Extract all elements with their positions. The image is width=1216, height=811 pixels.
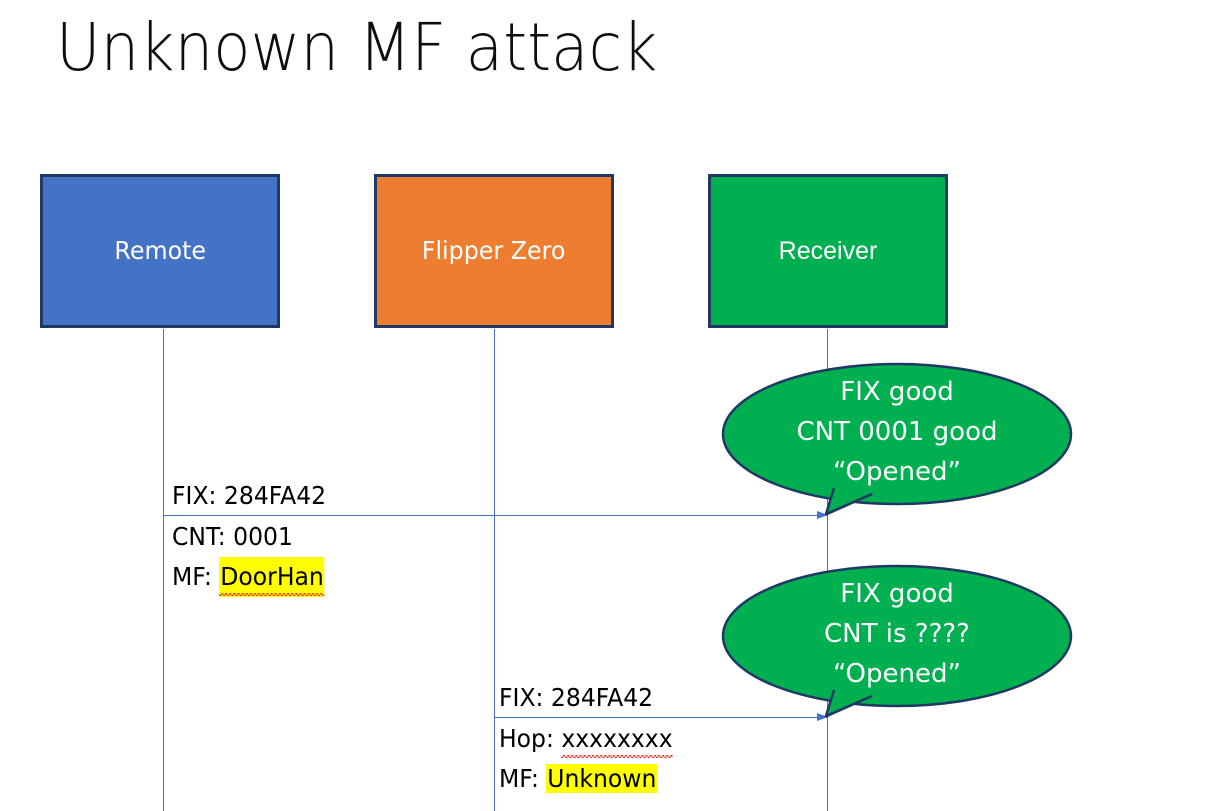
actor-label-receiver: Receiver xyxy=(778,237,878,265)
actor-label-flipper: Flipper Zero xyxy=(422,236,566,265)
page-title: Unknown MF attack xyxy=(56,9,658,86)
message-1-mf-line: MF: DoorHan xyxy=(172,557,325,597)
speech-bubble-receiver-2[interactable]: FIX good CNT is ???? “Opened” xyxy=(721,564,1073,718)
message-2-above-label: FIX: 284FA42 xyxy=(499,678,653,718)
message-1-mf-prefix: MF: xyxy=(172,562,220,591)
message-1-cnt-text: CNT: 0001 xyxy=(172,522,293,551)
message-2-hop-prefix: Hop: xyxy=(499,724,562,753)
message-1-fix-text: FIX: 284FA42 xyxy=(172,481,327,510)
message-2-hop-line: Hop: xxxxxxxx xyxy=(499,719,673,759)
message-1-above-label: FIX: 284FA42 xyxy=(172,476,326,516)
message-1-below-label: CNT: 0001 MF: DoorHan xyxy=(172,517,325,597)
message-2-mf-value: Unknown xyxy=(546,764,658,793)
lifeline-receiver xyxy=(827,329,828,811)
message-2-fix-text: FIX: 284FA42 xyxy=(499,683,654,712)
message-arrow-1 xyxy=(163,510,828,519)
speech-bubble-shape-1 xyxy=(721,362,1073,516)
message-1-cnt-line: CNT: 0001 xyxy=(172,517,325,557)
message-arrow-2 xyxy=(494,712,828,721)
lifeline-flipper xyxy=(494,329,495,811)
actor-label-remote: Remote xyxy=(114,236,206,265)
speech-bubble-receiver-1[interactable]: FIX good CNT 0001 good “Opened” xyxy=(721,362,1073,516)
actor-box-remote[interactable]: Remote xyxy=(40,174,280,328)
actor-box-receiver[interactable]: Receiver xyxy=(708,174,948,328)
speech-bubble-shape-2 xyxy=(721,564,1073,718)
message-2-below-label: Hop: xxxxxxxx MF: Unknown xyxy=(499,719,673,799)
lifeline-remote xyxy=(163,329,164,811)
actor-box-flipper[interactable]: Flipper Zero xyxy=(374,174,614,328)
message-2-mf-line: MF: Unknown xyxy=(499,759,673,799)
message-2-hop-value: xxxxxxxx xyxy=(561,719,673,759)
message-2-mf-prefix: MF: xyxy=(499,764,547,793)
message-1-mf-value: DoorHan xyxy=(219,557,325,597)
